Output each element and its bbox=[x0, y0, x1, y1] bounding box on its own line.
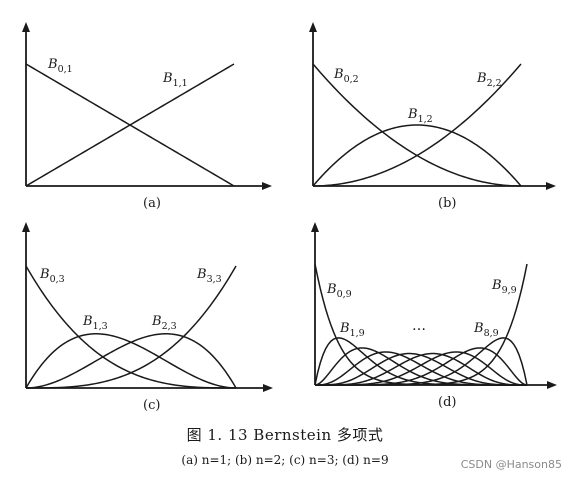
watermark: CSDN @Hanson85 bbox=[460, 458, 562, 471]
series-label-0-1: B0,1 bbox=[47, 57, 73, 75]
y-axis-arrow bbox=[309, 22, 317, 32]
figure-title: 图 1. 13 Bernstein 多项式 bbox=[186, 426, 384, 444]
series-label-9-9: B9,9 bbox=[491, 278, 517, 296]
series-label-2-2: B2,2 bbox=[476, 71, 502, 89]
series-label-0-2: B0,2 bbox=[333, 67, 359, 85]
y-axis-arrow bbox=[22, 222, 30, 232]
panel-b: B0,2B1,2 B2,2 (b) bbox=[309, 22, 556, 211]
panel-label: (b) bbox=[438, 196, 456, 211]
series-label-1-9: B1,9 bbox=[339, 321, 365, 339]
panel-label: (a) bbox=[143, 196, 161, 211]
y-axis-arrow bbox=[311, 222, 319, 232]
series-label-1-2: B1,2 bbox=[407, 107, 433, 125]
panel-c: B0,3B1,3 B2,3 B3,3 (c) bbox=[22, 222, 273, 413]
series-line-1 bbox=[312, 124, 522, 187]
panel-d: B0,9B1,9 B8,9 B9,9 … (d) bbox=[311, 222, 557, 410]
panel-label: (c) bbox=[143, 398, 160, 413]
series-line-5 bbox=[315, 352, 527, 386]
series-label-0-9: B0,9 bbox=[326, 282, 352, 300]
series-line-3 bbox=[26, 265, 237, 389]
series-line-2 bbox=[25, 333, 237, 389]
bernstein-figure: B0,1B1,1 (a) B0,2B1,2 B2,2 (b) B0,3B1,3 B2,3… bbox=[22, 22, 557, 413]
x-axis-arrow bbox=[263, 384, 273, 392]
figure-subcaption: (a) n=1; (b) n=2; (c) n=3; (d) n=9 bbox=[181, 453, 389, 467]
series-label-3-3: B3,3 bbox=[196, 267, 222, 285]
series-line-1 bbox=[25, 63, 235, 187]
y-axis-arrow bbox=[22, 22, 30, 32]
series-line-8 bbox=[315, 337, 528, 386]
x-axis-arrow bbox=[546, 182, 556, 190]
series-label-1-3: B1,3 bbox=[82, 314, 108, 332]
series-label-0-3: B0,3 bbox=[39, 267, 65, 285]
series-label-1-1: B1,1 bbox=[162, 71, 188, 89]
x-axis-arrow bbox=[262, 182, 272, 190]
ellipsis-label: … bbox=[412, 318, 426, 334]
series-label-8-9: B8,9 bbox=[473, 321, 499, 339]
panel-label: (d) bbox=[438, 395, 456, 410]
series-line-4 bbox=[315, 352, 527, 386]
series-label-2-3: B2,3 bbox=[151, 314, 177, 332]
series-line-1 bbox=[314, 337, 527, 386]
series-line-2 bbox=[312, 63, 522, 187]
panel-a: B0,1B1,1 (a) bbox=[22, 22, 272, 211]
x-axis-arrow bbox=[547, 381, 557, 389]
series-line-9 bbox=[315, 263, 528, 386]
